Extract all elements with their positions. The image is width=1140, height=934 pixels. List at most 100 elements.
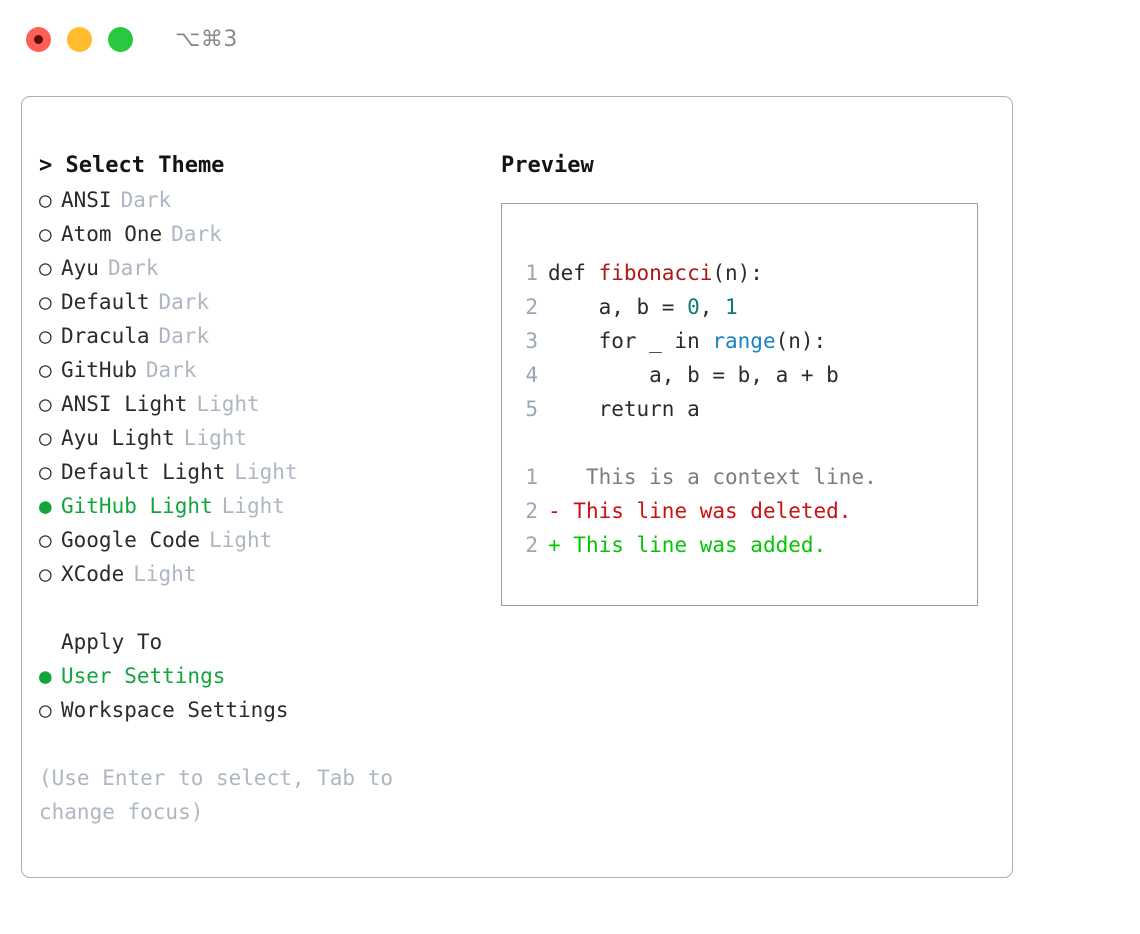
code-token-plain: for _ in [548, 329, 713, 353]
theme-variant-tag: Dark [120, 188, 172, 212]
theme-variant-tag: Light [209, 528, 273, 552]
line-number: 4 [525, 363, 538, 387]
theme-variant-tag: Dark [171, 222, 222, 246]
code-token-plain: a, b = b, a + b [548, 363, 839, 387]
theme-list-item[interactable]: ○ Default Light Light [39, 455, 499, 489]
code-line: 4 a, b = b, a + b [514, 358, 977, 392]
theme-name-label: GitHub Light [61, 494, 213, 518]
code-token-plain: (n): [775, 329, 827, 353]
title-bar: ⌥⌘3 [0, 0, 1140, 78]
radio-selected-icon: ● [39, 664, 52, 688]
apply-to-item[interactable]: ● User Settings [39, 659, 499, 693]
preview-heading: Preview [501, 153, 594, 178]
radio-unselected-icon: ○ [39, 324, 52, 348]
line-number: 1 [525, 465, 538, 489]
theme-variant-tag: Light [221, 494, 285, 518]
theme-name-label: XCode [61, 562, 125, 586]
select-theme-heading: > Select Theme [39, 153, 225, 178]
theme-name-label: Default Light [61, 460, 226, 484]
diff-marker: + [548, 533, 561, 557]
theme-name-label: GitHub [61, 358, 137, 382]
theme-variant-tag: Dark [107, 256, 159, 280]
radio-unselected-icon: ○ [39, 290, 52, 314]
theme-variant-tag: Light [133, 562, 197, 586]
theme-name-label: Google Code [61, 528, 201, 552]
theme-variant-tag: Dark [158, 290, 210, 314]
apply-to-item[interactable]: ○ Workspace Settings [39, 693, 499, 727]
diff-marker: - [548, 499, 561, 523]
theme-variant-tag: Light [183, 426, 248, 450]
diff-line: 2 + This line was added. [514, 528, 977, 562]
diff-text: This line was deleted. [560, 499, 852, 523]
theme-name-label: Default [61, 290, 150, 314]
theme-list-item[interactable]: ○ Google Code Light [39, 523, 499, 557]
line-number: 5 [525, 397, 538, 421]
apply-to-heading: ○ Apply To [39, 625, 499, 659]
theme-list-item[interactable]: ○ Default Dark [39, 285, 499, 319]
spacer-bullet: ○ [39, 625, 61, 659]
theme-name-label: Ayu [61, 256, 99, 280]
code-token-plain: a, b = [548, 295, 688, 319]
diff-line: 2- This line was deleted. [514, 494, 977, 528]
code-line: 3 for _ in range(n): [514, 324, 977, 358]
apply-to-list[interactable]: ● User Settings ○ Workspace Settings [39, 659, 499, 727]
diff-text: This line was added. [560, 533, 827, 557]
apply-to-item-label: Workspace Settings [61, 698, 289, 722]
code-token-plain: , [699, 295, 726, 319]
line-number: 2 [525, 499, 538, 523]
line-number: 2 [525, 533, 538, 557]
theme-variant-tag: Dark [158, 324, 210, 348]
radio-unselected-icon: ○ [39, 562, 52, 586]
theme-list-item[interactable]: ○ Dracula Dark [39, 319, 499, 353]
spacer [39, 591, 499, 625]
line-number: 3 [525, 329, 538, 353]
keyboard-hint-text: (Use Enter to select, Tab to change focu… [39, 766, 394, 824]
maximize-button-icon[interactable] [108, 26, 133, 52]
theme-name-label: ANSI Light [61, 392, 188, 416]
close-button-icon[interactable] [26, 26, 51, 52]
diff-line: 1 This is a context line. [514, 460, 977, 494]
apply-to-item-label: User Settings [61, 664, 226, 688]
radio-unselected-icon: ○ [39, 188, 52, 212]
theme-variant-tag: Dark [145, 358, 197, 382]
theme-list-item[interactable]: ○ XCode Light [39, 557, 499, 591]
code-token-num: 1 [725, 295, 738, 319]
recording-indicator-icon [34, 34, 43, 44]
window-controls [26, 26, 133, 52]
radio-unselected-icon: ○ [39, 358, 52, 382]
code-line: 5 return a [514, 392, 977, 426]
radio-unselected-icon: ○ [39, 256, 52, 280]
spacer [514, 426, 977, 460]
radio-unselected-icon: ○ [39, 460, 52, 484]
code-token-num: 0 [687, 295, 700, 319]
apply-to-label: Apply To [61, 630, 163, 654]
theme-name-label: Dracula [61, 324, 150, 348]
theme-name-label: Ayu Light [61, 426, 175, 450]
keyboard-shortcut-label: ⌥⌘3 [175, 26, 238, 52]
diff-marker [548, 465, 561, 489]
radio-unselected-icon: ○ [39, 528, 52, 552]
radio-unselected-icon: ○ [39, 222, 52, 246]
theme-list-item[interactable]: ○ Ayu Dark [39, 251, 499, 285]
theme-variant-tag: Light [234, 460, 298, 484]
code-token-fn: fibonacci [598, 261, 713, 285]
line-number: 1 [525, 261, 538, 285]
radio-unselected-icon: ○ [39, 698, 52, 722]
theme-list-item[interactable]: ○ GitHub Dark [39, 353, 499, 387]
code-line: 2 a, b = 0, 1 [514, 290, 977, 324]
minimize-button-icon[interactable] [67, 26, 92, 52]
code-token-plain: def [548, 261, 599, 285]
